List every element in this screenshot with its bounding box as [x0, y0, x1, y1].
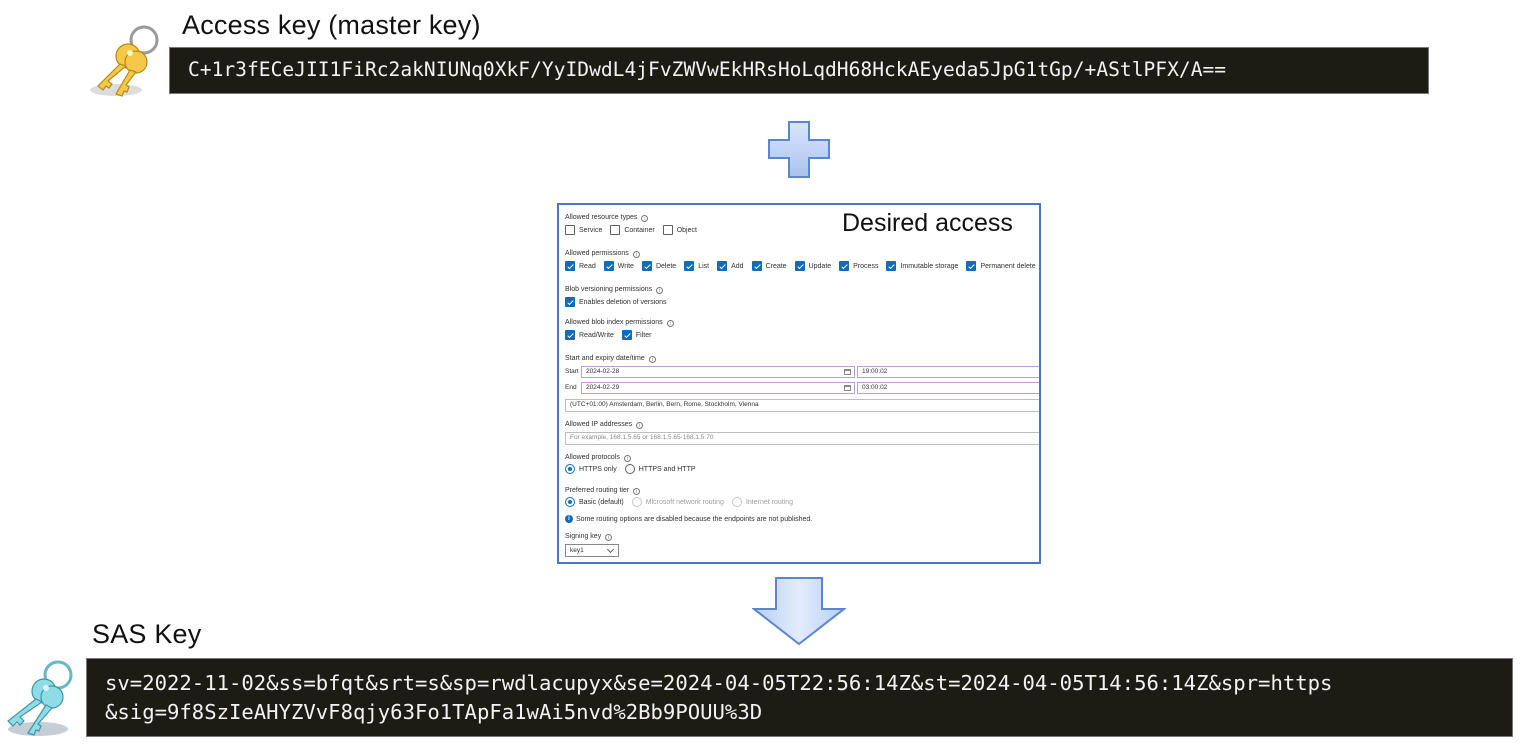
down-arrow-icon [752, 577, 846, 646]
access-key-text: C+1r3fECeJII1FiRc2akNIUNq0XkF/YyIDwdL4jF… [188, 58, 1227, 81]
checkbox-write[interactable]: Write [603, 261, 634, 271]
radio-selected-icon[interactable] [565, 464, 575, 474]
info-icon[interactable]: i [632, 251, 640, 258]
info-icon[interactable]: i [666, 320, 674, 327]
checkbox-checked-icon[interactable] [684, 261, 695, 271]
routing-row: Basic (default) Microsoft network routin… [565, 497, 801, 507]
info-icon[interactable]: i [636, 422, 644, 429]
checkbox-add[interactable]: Add [717, 261, 744, 271]
checkbox-checked-icon[interactable] [751, 261, 762, 271]
checkbox-read-write[interactable]: Read/Write [565, 330, 614, 340]
checkbox-checked-icon[interactable] [839, 261, 850, 271]
start-label: Start [565, 368, 579, 375]
radio-icon[interactable] [624, 464, 635, 474]
info-icon[interactable]: i [648, 356, 656, 363]
info-icon[interactable]: i [641, 215, 649, 222]
checkbox-container[interactable]: Container [610, 225, 655, 235]
checkbox-checked-icon[interactable] [603, 261, 614, 271]
calendar-icon[interactable] [844, 369, 851, 375]
plus-icon [768, 121, 830, 178]
checkbox-icon[interactable] [610, 225, 621, 235]
checkbox-create[interactable]: Create [751, 261, 787, 271]
blob-versioning-row: Enables deletion of versions [565, 297, 675, 307]
radio-basic[interactable]: Basic (default) [565, 497, 624, 507]
gold-keys-icon [90, 25, 159, 97]
checkbox-checked-icon[interactable] [794, 261, 805, 271]
start-date-input[interactable]: 2024-02-28 [581, 366, 855, 378]
radio-microsoft-network-routing: Microsoft network routing [631, 497, 724, 507]
checkbox-update[interactable]: Update [794, 261, 831, 271]
end-date-input[interactable]: 2024-02-29 [581, 382, 855, 394]
checkbox-service[interactable]: Service [565, 225, 602, 235]
checkbox-enable-version-deletion[interactable]: Enables deletion of versions [565, 297, 667, 307]
checkbox-checked-icon[interactable] [966, 261, 977, 271]
checkbox-checked-icon[interactable] [565, 261, 575, 271]
end-time-input[interactable]: 03:00:02 [857, 382, 1039, 394]
desired-access-title: Desired access [842, 209, 1013, 237]
radio-https-only[interactable]: HTTPS only [565, 464, 617, 474]
blob-index-row: Read/Write Filter [565, 330, 659, 340]
checkbox-read[interactable]: Read [565, 261, 596, 271]
ip-addresses-input[interactable]: For example, 168.1.5.65 or 168.1.5.65-16… [565, 432, 1039, 445]
sas-key-value: sv=2022-11-02&ss=bfqt&srt=s&sp=rwdlacupy… [86, 658, 1513, 737]
radio-internet-routing: Internet routing [731, 497, 793, 507]
access-key-value: C+1r3fECeJII1FiRc2akNIUNq0XkF/YyIDwdL4jF… [169, 47, 1429, 94]
checkbox-checked-icon[interactable] [886, 261, 897, 271]
info-icon[interactable]: i [633, 488, 641, 495]
blue-keys-icon [7, 660, 73, 736]
calendar-icon[interactable] [844, 385, 851, 391]
checkbox-process[interactable]: Process [839, 261, 878, 271]
checkbox-checked-icon[interactable] [621, 330, 632, 340]
checkbox-permanent-delete[interactable]: Permanent delete [966, 261, 1036, 271]
signing-key-select[interactable]: key1 [565, 544, 619, 557]
info-filled-icon: i [565, 515, 573, 523]
end-label: End [565, 384, 577, 391]
radio-https-and-http[interactable]: HTTPS and HTTP [624, 464, 696, 474]
checkbox-immutable-storage[interactable]: Immutable storage [886, 261, 958, 271]
checkbox-checked-icon[interactable] [565, 297, 575, 307]
info-icon[interactable]: i [605, 534, 613, 541]
start-time-input[interactable]: 19:00:02 [857, 366, 1039, 378]
checkbox-icon[interactable] [565, 225, 575, 235]
radio-disabled-icon [631, 497, 642, 507]
access-key-heading: Access key (master key) [182, 10, 481, 40]
chevron-down-icon[interactable] [606, 545, 615, 554]
sas-key-heading: SAS Key [92, 619, 202, 649]
checkbox-icon[interactable] [662, 225, 673, 235]
protocols-row: HTTPS only HTTPS and HTTP [565, 464, 704, 474]
sas-key-line-2: &sig=9f8SzIeAHYZVvF8qjy63Fo1TApFa1wAi5nv… [105, 700, 763, 724]
checkbox-checked-icon[interactable] [565, 330, 575, 340]
info-icon[interactable]: i [656, 287, 664, 294]
checkbox-delete[interactable]: Delete [641, 261, 676, 271]
resource-types-row: Service Container Object [565, 225, 705, 235]
checkbox-checked-icon[interactable] [717, 261, 728, 271]
permissions-row: Read Write Delete List Add Create Update… [565, 261, 1039, 271]
checkbox-filter[interactable]: Filter [621, 330, 651, 340]
timezone-select[interactable]: (UTC+01:00) Amsterdam, Berlin, Bern, Rom… [565, 399, 1039, 412]
checkbox-object[interactable]: Object [662, 225, 697, 235]
info-icon[interactable]: i [623, 455, 631, 462]
radio-disabled-icon [731, 497, 742, 507]
radio-selected-icon[interactable] [565, 497, 575, 507]
sas-key-line-1: sv=2022-11-02&ss=bfqt&srt=s&sp=rwdlacupy… [105, 671, 1333, 695]
checkbox-list[interactable]: List [684, 261, 709, 271]
checkbox-checked-icon[interactable] [641, 261, 652, 271]
